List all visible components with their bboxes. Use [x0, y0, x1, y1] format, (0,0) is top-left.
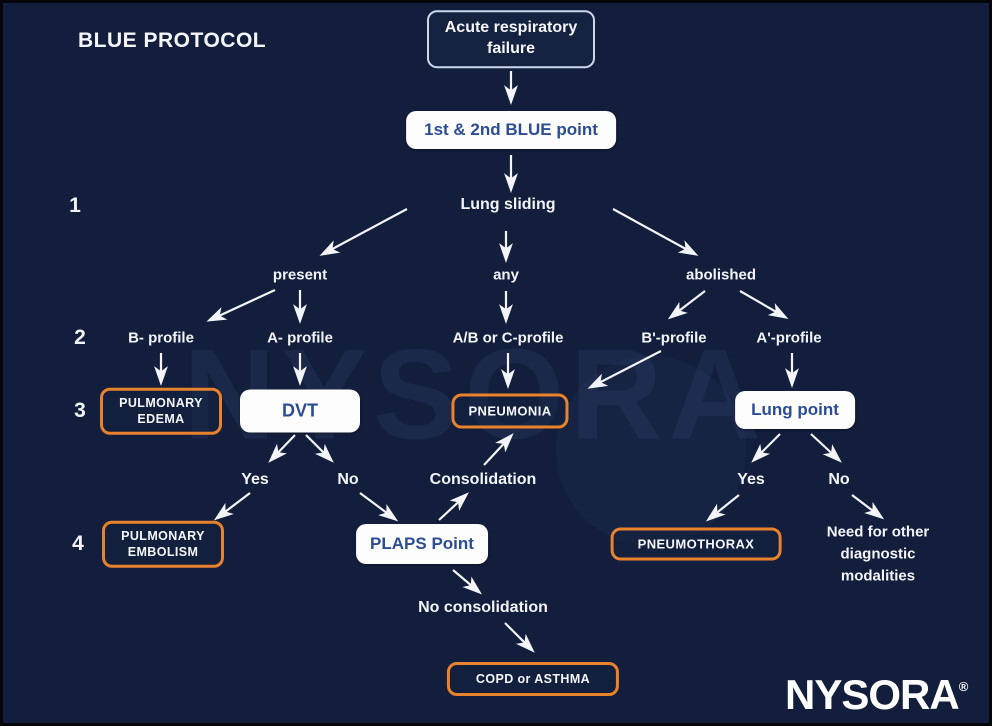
background-watermark-circle	[556, 356, 746, 546]
registered-trademark-symbol: ®	[958, 679, 969, 694]
node-plaps-point: PLAPS Point	[356, 524, 488, 564]
node-yes-left: Yes	[241, 471, 269, 488]
node-ab-or-c-profile: A/B or C-profile	[452, 329, 564, 347]
node-blue-point: 1st & 2nd BLUE point	[406, 111, 616, 149]
node-b-prime-profile: B'-profile	[641, 329, 707, 347]
node-no-consolidation: No consolidation	[418, 599, 548, 616]
node-pneumonia: PNEUMONIA	[451, 393, 569, 429]
node-lung-sliding: Lung sliding	[460, 196, 556, 213]
node-a-profile: A- profile	[267, 329, 333, 347]
nysora-logo: NYSORA®	[785, 671, 968, 719]
node-copd-or-asthma: COPD or ASTHMA	[446, 662, 620, 696]
node-yes-right: Yes	[737, 471, 765, 488]
node-dvt: DVT	[240, 389, 360, 433]
node-no-left: No	[337, 471, 359, 488]
node-no-right: No	[828, 471, 850, 488]
node-a-prime-profile: A'-profile	[756, 329, 822, 347]
node-pneumothorax: PNEUMOTHORAX	[610, 527, 782, 561]
node-lung-point: Lung point	[735, 391, 855, 429]
node-need-other-modalities: Need for other diagnostic modalities	[826, 523, 930, 584]
node-pulmonary-embolism: PULMONARY EMBOLISM	[102, 520, 224, 568]
step-number-2: 2	[74, 326, 86, 349]
step-number-1: 1	[69, 194, 81, 217]
node-b-profile: B- profile	[128, 329, 194, 347]
nysora-logo-text: NYSORA	[785, 671, 960, 718]
node-pulmonary-edema: PULMONARY EDEMA	[100, 387, 222, 435]
step-number-4: 4	[72, 532, 84, 555]
node-consolidation: Consolidation	[429, 471, 537, 488]
node-abolished: abolished	[685, 266, 757, 284]
node-present: present	[272, 266, 328, 284]
node-any: any	[493, 266, 519, 284]
step-number-3: 3	[74, 399, 86, 422]
node-acute-respiratory-failure: Acute respiratory failure	[427, 10, 595, 68]
page-title: BLUE PROTOCOL	[78, 29, 267, 52]
